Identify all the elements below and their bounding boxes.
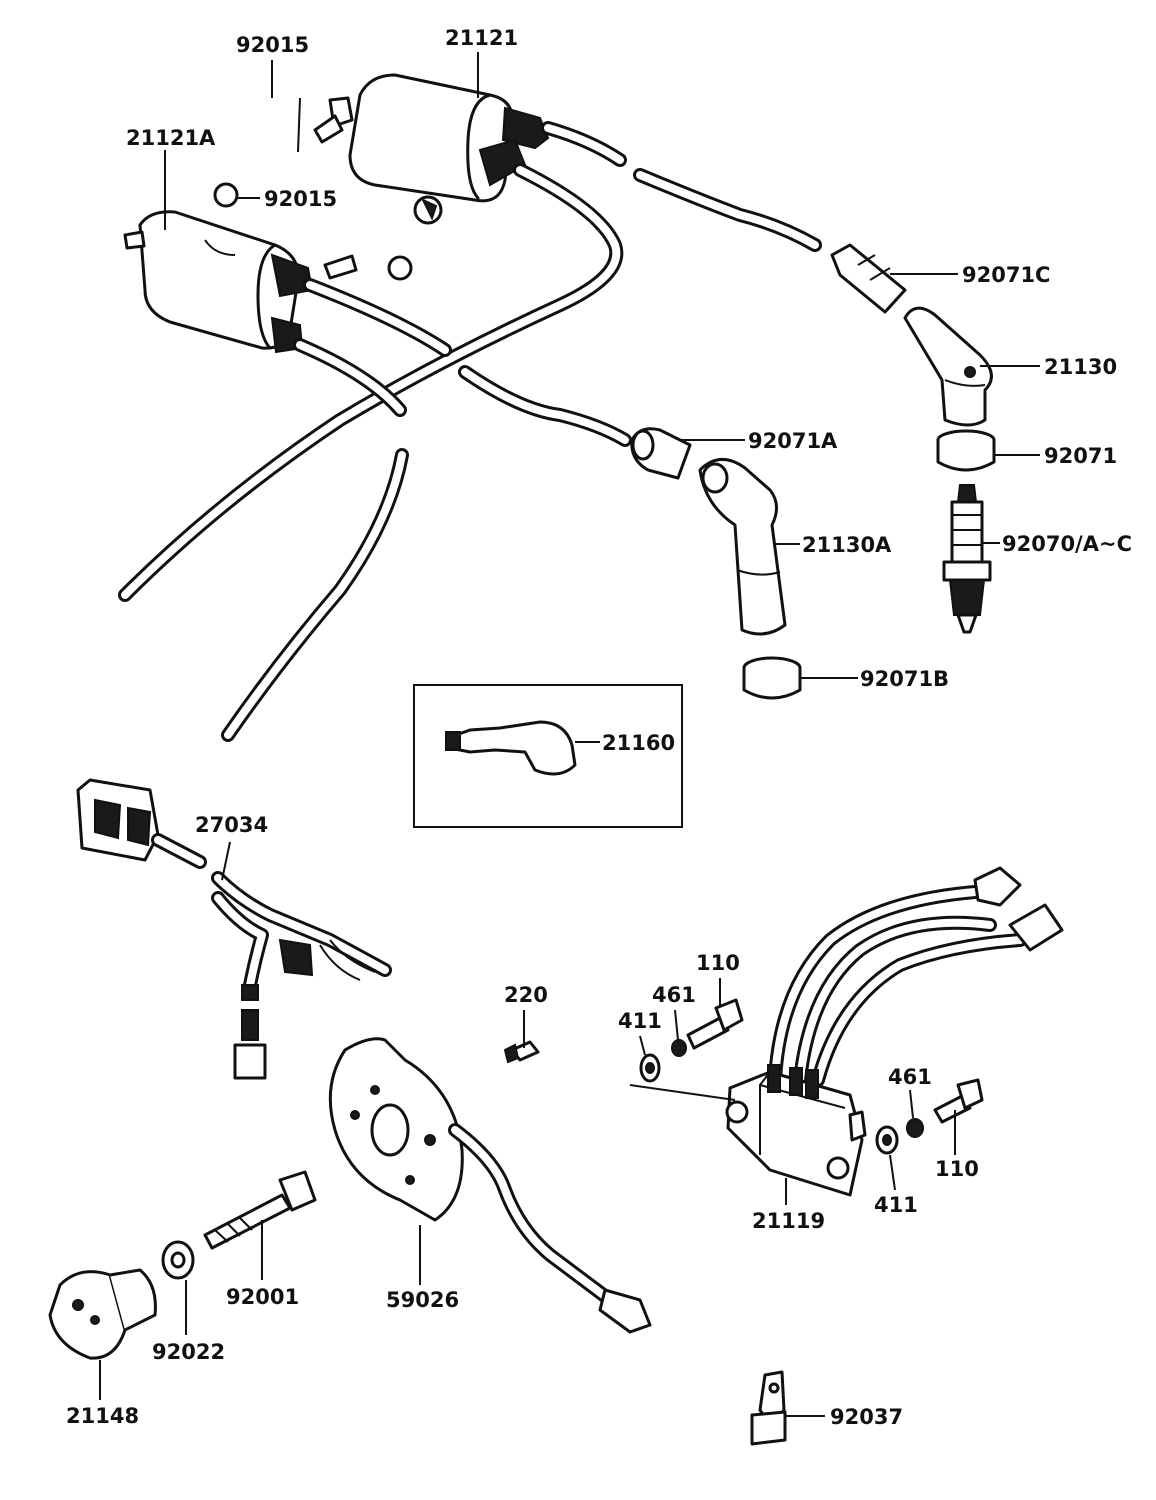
label-21130: 21130 (1044, 355, 1117, 379)
alt-part-box (413, 684, 683, 828)
label-59026: 59026 (386, 1288, 459, 1312)
regulator-rectifier-21119[interactable] (725, 866, 1064, 1197)
washer-461-right[interactable] (906, 1118, 924, 1138)
label-110-left: 110 (696, 951, 740, 975)
bolt-110-left[interactable] (686, 998, 744, 1050)
cap-92071C[interactable] (830, 243, 907, 314)
label-92015-mid: 92015 (264, 187, 337, 211)
label-21121: 21121 (445, 26, 518, 50)
label-411-left: 411 (618, 1009, 662, 1033)
seal-92071[interactable] (936, 429, 996, 472)
label-92015-top: 92015 (236, 33, 309, 57)
label-92001: 92001 (226, 1285, 299, 1309)
label-92071A: 92071A (748, 429, 838, 453)
label-21160: 21160 (602, 731, 675, 755)
label-92070: 92070/A~C (1002, 532, 1132, 556)
washer-411-left[interactable] (639, 1053, 661, 1083)
label-92037: 92037 (830, 1405, 903, 1429)
harness-27034[interactable] (76, 778, 392, 1080)
label-21121A: 21121A (126, 126, 216, 150)
label-461-left: 461 (652, 983, 696, 1007)
seal-92071B[interactable] (742, 656, 802, 700)
label-411-right: 411 (874, 1193, 918, 1217)
bolt-92001[interactable] (203, 1170, 317, 1250)
label-21148: 21148 (66, 1404, 139, 1428)
part-labels: 92015 21121 21121A 92015 92071C 21130 92… (66, 26, 1132, 1429)
screw-220[interactable] (503, 1040, 540, 1064)
label-27034: 27034 (195, 813, 268, 837)
label-220: 220 (504, 983, 548, 1007)
ignition-coil-21121[interactable] (313, 73, 550, 225)
high-tension-wires (118, 121, 822, 742)
ignition-coil-21121A[interactable] (123, 182, 413, 354)
label-92071: 92071 (1044, 444, 1117, 468)
label-461-right: 461 (888, 1065, 932, 1089)
pickup-plate-59026[interactable] (328, 1037, 652, 1334)
label-92022: 92022 (152, 1340, 225, 1364)
plug-cap-21130[interactable] (903, 306, 993, 427)
label-92071C: 92071C (962, 263, 1050, 287)
label-92071B: 92071B (860, 667, 949, 691)
label-110-right: 110 (935, 1157, 979, 1181)
label-21130A: 21130A (802, 533, 892, 557)
spark-plug-92070[interactable] (942, 484, 992, 634)
plug-cap-21130A[interactable] (698, 458, 787, 636)
clamp-92037[interactable] (750, 1370, 787, 1446)
cap-92071A[interactable] (630, 427, 692, 480)
washer-92022[interactable] (161, 1240, 195, 1280)
plug-cap-21160[interactable] (445, 720, 577, 776)
washer-461-left[interactable] (671, 1039, 687, 1057)
label-21119: 21119 (752, 1209, 825, 1233)
leader-lines (99, 52, 1040, 1417)
washer-411-right[interactable] (875, 1125, 899, 1155)
timing-rotor-21148[interactable] (48, 1268, 157, 1360)
bolt-110-right[interactable] (933, 1078, 984, 1124)
